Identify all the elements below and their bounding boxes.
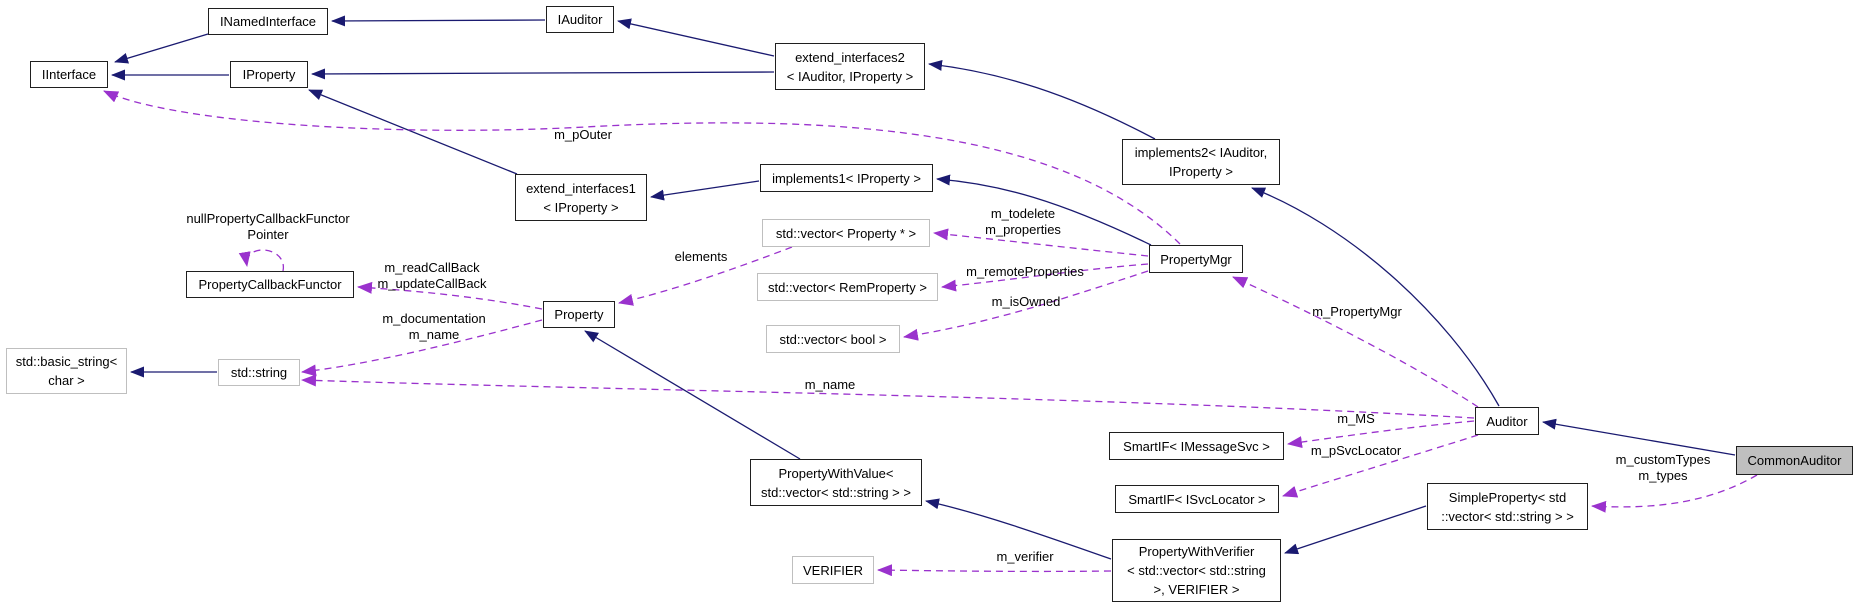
edge-usage-propertymgr-vecremproperty (941, 263, 1149, 292)
edge-inherit-extendinterfaces1-iproperty (308, 89, 518, 175)
node-extend-interfaces1[interactable]: extend_interfaces1 < IProperty > (515, 174, 647, 221)
edge-inherit-simpleproperty-propertywithverifier (1284, 505, 1427, 555)
edge-usage-auditor-propertymgr (1232, 276, 1479, 408)
node-implements2[interactable]: implements2< IAuditor, IProperty > (1122, 139, 1280, 185)
node-iinterface[interactable]: IInterface (30, 61, 108, 88)
node-smartif-isvclocator[interactable]: SmartIF< ISvcLocator > (1115, 485, 1279, 513)
edge-label-psvclocator: m_pSvcLocator (1310, 443, 1402, 458)
edge-inherit-iauditor-inamedinterface (331, 15, 546, 27)
edge-usage-propertycallbackfunctor-selfloop (238, 249, 284, 272)
edge-usage-propertymgr-vecproperty (933, 228, 1149, 257)
edge-label-documentation-name: m_documentation m_name (382, 311, 486, 342)
edge-usage-property-stdstring (301, 319, 543, 377)
edge-label-customtypes-types: m_customTypes m_types (1615, 452, 1711, 483)
node-propertycallbackfunctor[interactable]: PropertyCallbackFunctor (186, 271, 354, 298)
edge-label-elements: elements (674, 249, 728, 264)
node-verifier: VERIFIER (792, 556, 874, 584)
edge-label-readcallback-updatecallback: m_readCallBack m_updateCallBack (377, 260, 487, 291)
edge-label-nullpropertycallbackfunctorpointer: nullPropertyCallbackFunctor Pointer (186, 211, 350, 242)
edge-usage-auditor-stdstring-m-name (301, 374, 1475, 419)
edge-inherit-auditor-implements2 (1251, 187, 1500, 407)
node-iproperty[interactable]: IProperty (230, 61, 308, 88)
node-propertywithverifier[interactable]: PropertyWithVerifier < std::vector< std:… (1112, 539, 1281, 602)
node-std-string: std::string (218, 359, 300, 386)
edge-usage-auditor-smartif-isvclocator (1282, 434, 1479, 498)
node-std-basic-string: std::basic_string< char > (6, 348, 127, 394)
edge-inherit-extendinterfaces2-iproperty (311, 68, 775, 80)
edge-label-todelete-properties: m_todelete m_properties (985, 206, 1061, 237)
edge-inherit-propertywithverifier-propertywithvalue (925, 498, 1112, 560)
edge-inherit-propertywithvalue-property (584, 330, 801, 460)
edge-usage-commonauditor-simpleproperty (1591, 474, 1758, 513)
edge-inherit-inamedinterface-iinterface (114, 33, 209, 64)
edge-inherit-implements1-extendinterfaces1 (650, 180, 760, 201)
edge-inherit-propertymgr-implements1 (936, 174, 1152, 246)
node-implements1[interactable]: implements1< IProperty > (760, 164, 933, 192)
edge-inherit-commonauditor-auditor (1542, 418, 1736, 456)
node-property[interactable]: Property (543, 301, 615, 328)
edge-label-name: m_name (804, 377, 856, 392)
node-inamedinterface[interactable]: INamedInterface (208, 8, 328, 35)
node-auditor[interactable]: Auditor (1475, 407, 1539, 435)
edge-inherit-implements2-extendinterfaces2 (928, 59, 1156, 140)
node-commonauditor: CommonAuditor (1736, 446, 1853, 475)
node-extend-interfaces2[interactable]: extend_interfaces2 < IAuditor, IProperty… (775, 43, 925, 90)
edge-label-ms: m_MS (1337, 411, 1375, 426)
edge-usage-propertymgr-iinterface-m-pouter (103, 90, 1181, 245)
node-std-vector-bool: std::vector< bool > (766, 325, 900, 353)
node-std-vector-remproperty: std::vector< RemProperty > (757, 273, 938, 301)
edge-usage-vecproperty-property-elements (618, 246, 793, 306)
edge-label-propertymgr: m_PropertyMgr (1312, 304, 1402, 319)
edge-inherit-extendinterfaces2-iauditor (617, 18, 775, 57)
edge-label-remoteproperties: m_remoteProperties (966, 264, 1084, 279)
node-propertymgr[interactable]: PropertyMgr (1149, 245, 1243, 273)
edge-usage-auditor-smartif-imessagesvc (1287, 420, 1475, 448)
edge-label-verifier: m_verifier (996, 549, 1054, 564)
edge-label-m-pouter: m_pOuter (554, 127, 612, 142)
node-iauditor[interactable]: IAuditor (546, 6, 614, 33)
edge-usage-propertywithverifier-verifier (877, 564, 1112, 577)
edge-usage-propertymgr-vecbool (903, 270, 1149, 341)
edge-label-isowned: m_isOwned (991, 294, 1061, 309)
node-smartif-imessagesvc[interactable]: SmartIF< IMessageSvc > (1109, 432, 1284, 460)
node-simpleproperty[interactable]: SimpleProperty< std ::vector< std::strin… (1427, 483, 1588, 530)
node-std-vector-property: std::vector< Property * > (762, 219, 930, 247)
node-propertywithvalue[interactable]: PropertyWithValue< std::vector< std::str… (750, 459, 922, 506)
